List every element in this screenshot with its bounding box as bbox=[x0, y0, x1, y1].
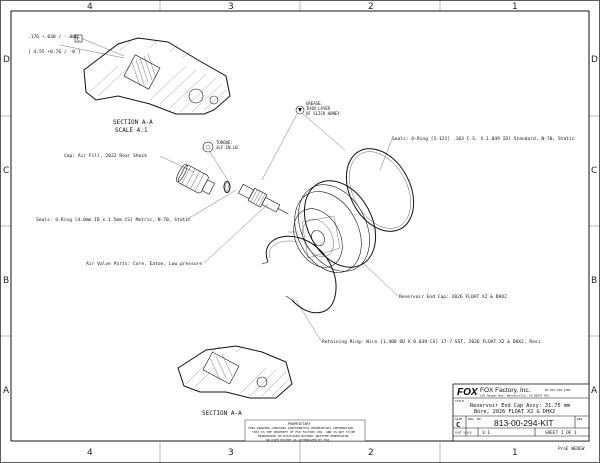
plot-scale-label: PLOT SCALE bbox=[455, 431, 472, 435]
threaded-insert bbox=[123, 53, 161, 90]
large-o-ring-part bbox=[345, 148, 415, 232]
reservoir-end-cap-part bbox=[288, 180, 377, 273]
proprietary-line-2: THIS DRAWING CONTAINS CONFIDENTIAL PROPR… bbox=[248, 426, 353, 430]
drawing-title-line-2: Bore, 2026 FLOAT X2 & DHX2 bbox=[474, 409, 555, 415]
proprietary-line-1: PROPRIETARY bbox=[288, 422, 310, 426]
retaining-ring-part bbox=[261, 235, 337, 314]
company-address: 130 Hangar Way, Watsonville, CA 95076 US… bbox=[480, 394, 549, 398]
grease-note: GREASE: THIN LAYER OF SLICK HONEY bbox=[261, 101, 346, 181]
zone-col-bottom-1: 4 bbox=[87, 448, 93, 458]
sheet-size: C bbox=[456, 421, 460, 429]
dimension-tolerance-mm: [ 4.55 +0.76 / -0 ] bbox=[28, 49, 81, 55]
grease-line-3: OF SLICK HONEY bbox=[306, 111, 340, 116]
zone-row-right-c: C bbox=[591, 166, 597, 176]
sheet-inner-frame bbox=[10, 10, 590, 442]
torque-note: TORQUE: 3LF IN.LB bbox=[202, 140, 238, 185]
torque-line-2: 3LF IN.LB bbox=[216, 145, 238, 150]
section-hatching bbox=[89, 39, 227, 113]
label-air-valve: Air Valve Parts: Core, Eaton, Low pressu… bbox=[86, 261, 202, 267]
callout-valve: Air Valve Parts: Core, Eaton, Low pressu… bbox=[86, 203, 269, 267]
datum-callout: E bbox=[77, 37, 80, 43]
callout-cap: Cap: Air Fill, 2022 Rear Shock bbox=[64, 153, 195, 173]
zone-col-top-4: 1 bbox=[512, 2, 518, 12]
proprietary-line-5: OR USED EXCEPT AS AUTHORIZED BY FOX bbox=[266, 438, 329, 442]
zone-col-bottom-3: 2 bbox=[368, 448, 374, 458]
drawing-title-line-1: Reservoir End Cap Assy: 31.75 mm bbox=[470, 403, 570, 409]
proprietary-line-3: THAT IS THE PROPERTY OF FOX FACTORY INC.… bbox=[252, 430, 355, 434]
proprietary-notice: PROPRIETARY THIS DRAWING CONTAINS CONFID… bbox=[244, 419, 366, 442]
zone-row-right-b: B bbox=[591, 276, 597, 286]
rev-label: REV bbox=[577, 417, 583, 421]
zone-row-left-b: B bbox=[3, 276, 9, 286]
zone-col-top-3: 2 bbox=[368, 2, 374, 12]
callout-seals-small: Seals: O-Ring [4.0mm ID x 1.5mm CS] Metr… bbox=[36, 189, 237, 223]
zone-row-left-a: A bbox=[3, 386, 10, 396]
dimension-tolerance-inch: .176 +.030 / -.000 bbox=[28, 34, 78, 40]
label-cap: Cap: Air Fill, 2022 Rear Shock bbox=[64, 153, 147, 159]
cad-software-tag: ProE WEDEW bbox=[558, 446, 585, 452]
zone-row-right-a: A bbox=[591, 386, 598, 396]
proprietary-line-4: REPRODUCED OR DISCLOSED WITHOUT WRITTEN … bbox=[258, 434, 349, 438]
grease-line-2: THIN LAYER bbox=[306, 106, 331, 111]
title-block: FOX FOX Factory, Inc. PH 831-768-1100 13… bbox=[452, 383, 590, 442]
size-label: SIZE bbox=[455, 417, 462, 421]
label-reservoir-cap: Reservoir End Cap: 2026 FLOAT X2 & DHX2 bbox=[399, 294, 507, 300]
fox-logo: FOX bbox=[457, 387, 479, 398]
small-o-ring-part bbox=[223, 181, 231, 193]
drawing-number: 813-00-294-KIT bbox=[494, 418, 554, 428]
torque-line-1: TORQUE: bbox=[216, 140, 233, 145]
section-title-top: SECTION A-A bbox=[113, 119, 153, 126]
zone-col-top-2: 3 bbox=[228, 2, 234, 12]
callout-seals-large: Seals: O-Ring [1-121] .103 C.S. X 1.049 … bbox=[379, 136, 575, 171]
company-phone: PH 831-768-1100 bbox=[545, 388, 571, 392]
zone-row-left-c: C bbox=[3, 166, 9, 176]
zone-col-bottom-2: 3 bbox=[228, 448, 234, 458]
zone-row-right-d: D bbox=[591, 55, 598, 65]
plot-scale-value: 3:1 bbox=[482, 430, 490, 436]
label-seals-large: Seals: O-Ring [1-121] .103 C.S. X 1.049 … bbox=[392, 136, 575, 142]
label-seals-small: Seals: O-Ring [4.0mm ID x 1.5mm CS] Metr… bbox=[36, 217, 191, 223]
callout-reservoir-cap: Reservoir End Cap: 2026 FLOAT X2 & DHX2 bbox=[361, 261, 507, 300]
section-title-bottom: SECTION A-A bbox=[202, 410, 242, 417]
air-valve-core-part bbox=[238, 183, 289, 215]
dwg-no-label: DWG. NO. bbox=[468, 417, 483, 421]
section-view-top: .176 +.030 / -.000 [ 4.55 +0.76 / -0 ] E… bbox=[28, 34, 231, 134]
company-name: FOX Factory, Inc. bbox=[480, 387, 531, 394]
zone-col-top-1: 4 bbox=[87, 2, 93, 12]
title-label: TITLE bbox=[455, 399, 464, 403]
air-fill-cap-part bbox=[176, 163, 215, 195]
zone-row-left-d: D bbox=[3, 55, 10, 65]
label-retaining-ring: Retaining Ring: Wire [1.400 OD X 0.039 C… bbox=[322, 339, 541, 345]
grease-line-1: GREASE: bbox=[306, 101, 323, 106]
sheet-number: SHEET 1 OF 1 bbox=[545, 430, 577, 436]
section-view-bottom: SECTION A-A bbox=[177, 345, 293, 417]
callout-retaining-ring: Retaining Ring: Wire [1.400 OD X 0.039 C… bbox=[295, 299, 541, 345]
zone-col-bottom-4: 1 bbox=[512, 448, 518, 458]
zone-labels: 4 3 2 1 4 3 2 1 D C B A D C B A bbox=[3, 2, 598, 458]
section-scale-top: SCALE 4:1 bbox=[115, 127, 148, 134]
